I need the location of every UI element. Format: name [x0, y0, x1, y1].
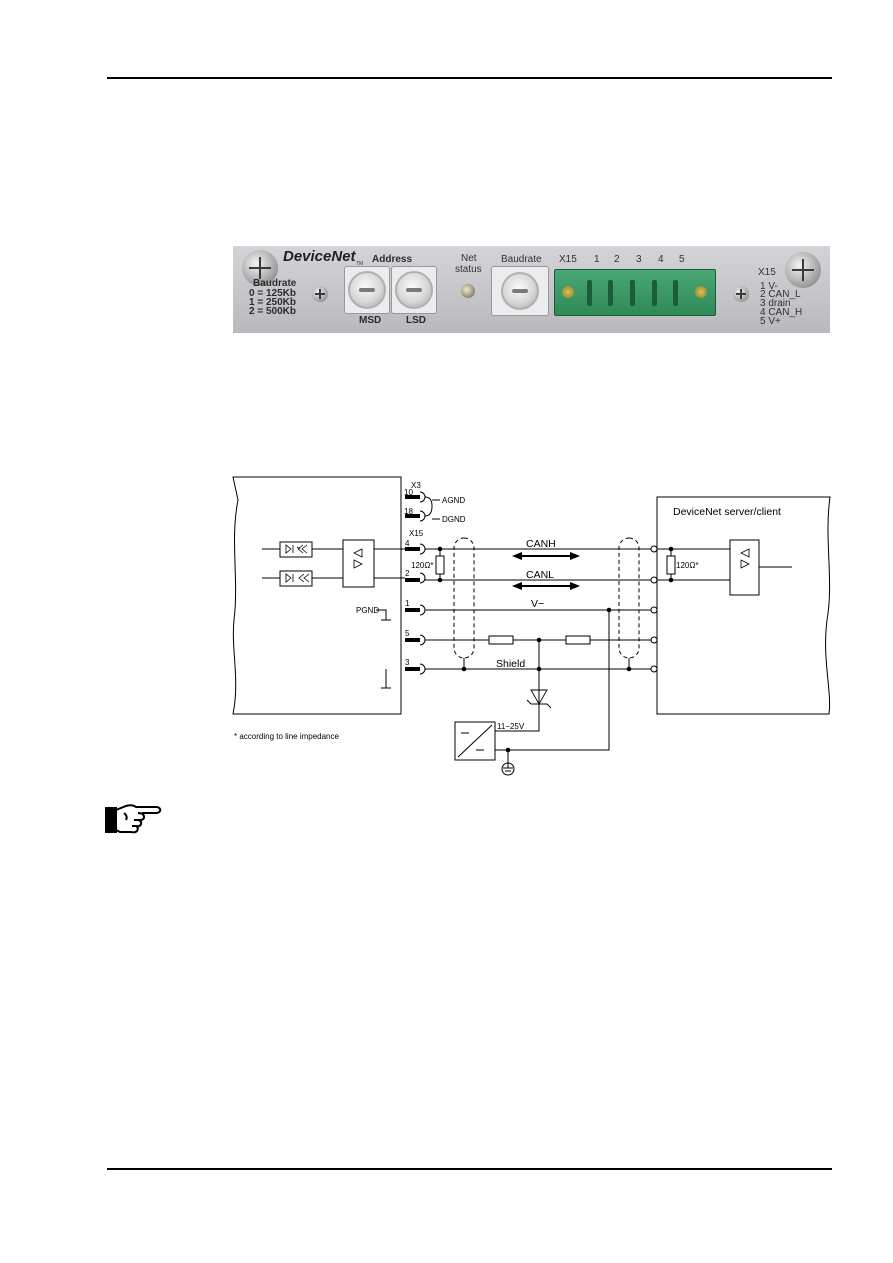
panel-screw-right-icon: [785, 252, 821, 288]
msd-rotary-switch-icon: [348, 271, 386, 309]
trademark-label: TM: [356, 261, 364, 267]
drive-box: [232, 476, 402, 715]
canl-label: CANL: [526, 569, 554, 581]
shield-label: Shield: [496, 658, 525, 670]
x15-label: X15: [409, 529, 424, 538]
supply-voltage-label: 11−25V: [497, 722, 525, 731]
pinout-legend-line-4: 5 V+: [760, 316, 781, 327]
connector-pin-4: 4: [658, 254, 664, 265]
connector-pin-2: 2: [614, 254, 620, 265]
vminus-label: V−: [531, 598, 544, 610]
baud-legend-title: Baudrate: [253, 278, 297, 289]
panel-screw-icon: [312, 286, 328, 302]
pin-2-label: 2: [405, 569, 410, 578]
lsd-rotary-switch-icon: [395, 271, 433, 309]
power-supply-icon: [454, 721, 496, 761]
top-rule: [107, 77, 832, 79]
pointing-hand-icon: [105, 804, 162, 834]
baud-legend-line-2: 2 = 500Kb: [249, 306, 296, 317]
pinout-legend-line-2: 3 drain: [760, 298, 791, 309]
x15-connector: [554, 269, 716, 316]
panel-screw-icon: [733, 286, 749, 302]
connector-x15-label: X15: [559, 254, 577, 265]
devicenet-module-photo: DeviceNet TM Baudrate 0 = 125Kb 1 = 250K…: [233, 246, 830, 333]
pin-18-label: 18: [404, 507, 413, 516]
connector-pin-1: 1: [594, 254, 600, 265]
cable-shield-right-icon: [618, 537, 640, 659]
transceiver-left-icon: [342, 539, 375, 588]
termination-resistor-right-icon: [666, 555, 676, 575]
canh-label: CANH: [526, 538, 556, 550]
zener-diode-icon: [526, 689, 552, 709]
net-label: Net: [461, 253, 477, 264]
termination-resistor-left-icon: [435, 555, 445, 575]
canl-arrow-icon: [512, 582, 580, 590]
bottom-rule: [107, 1168, 832, 1170]
status-label: status: [455, 264, 482, 275]
pgnd-label: PGND: [356, 606, 379, 615]
panel-screw-left-icon: [242, 250, 278, 286]
net-status-led-icon: [461, 284, 475, 298]
footnote: * according to line impedance: [234, 732, 340, 741]
resistor-left-label: 120Ω*: [411, 561, 433, 570]
optocoupler-rx-icon: [279, 570, 313, 587]
pin-1-label: 1: [405, 599, 410, 608]
dgnd-label: DGND: [442, 515, 466, 524]
pin-3-label: 3: [405, 658, 410, 667]
pinout-legend-title: X15: [758, 267, 776, 278]
msd-label: MSD: [359, 315, 382, 326]
pin-5-label: 5: [405, 629, 410, 638]
canh-arrow-icon: [512, 552, 580, 560]
remote-device-title: DeviceNet server/client: [673, 506, 781, 518]
baudrate-rotary-switch-icon: [501, 272, 539, 310]
connector-pin-3: 3: [636, 254, 642, 265]
agnd-label: AGND: [442, 496, 465, 505]
optocoupler-tx-icon: [279, 541, 313, 558]
cable-shield-left-icon: [453, 537, 475, 659]
connector-pin-5: 5: [679, 254, 685, 265]
remote-device-box: [656, 496, 831, 715]
resistor-right-label: 120Ω*: [676, 561, 698, 570]
fuse-1-icon: [488, 635, 514, 645]
pinout-legend-line-0: 1 V-: [760, 281, 778, 292]
lsd-label: LSD: [406, 315, 426, 326]
pinout-legend-line-1: 2 CAN_L: [760, 289, 801, 300]
transceiver-right-icon: [729, 539, 760, 596]
address-label: Address: [372, 254, 413, 265]
pinout-legend-line-3: 4 CAN_H: [760, 307, 803, 318]
x3-label: X3: [411, 481, 421, 490]
pin-4-label: 4: [405, 539, 410, 548]
baudrate-label: Baudrate: [501, 254, 542, 265]
fuse-2-icon: [565, 635, 591, 645]
pin-10-label: 10: [404, 488, 413, 497]
baud-legend-line-1: 1 = 250Kb: [249, 297, 296, 308]
baud-legend-line-0: 0 = 125Kb: [249, 288, 296, 299]
brand-label: DeviceNet: [283, 248, 356, 265]
